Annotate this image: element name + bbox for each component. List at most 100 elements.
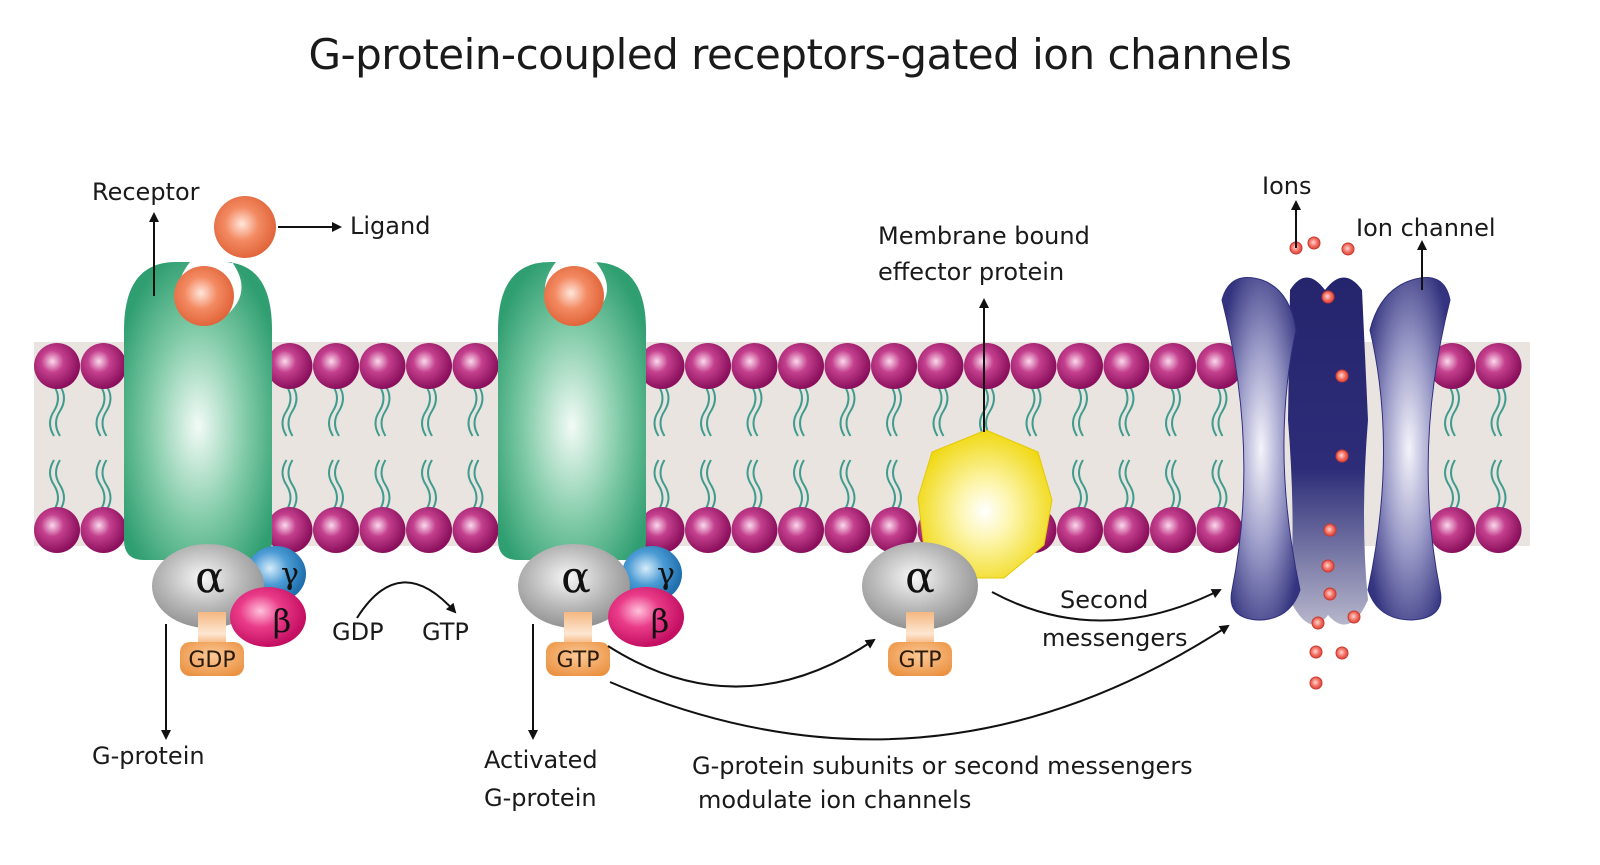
- lipid-tail: [467, 459, 478, 511]
- g-protein-label: G-protein: [92, 742, 205, 770]
- lipid-tail: [427, 459, 437, 511]
- lipid-tail: [839, 459, 850, 511]
- phospholipid-head: [313, 343, 359, 389]
- gdp-badge-text: GDP: [188, 648, 235, 673]
- bound-ligand: [174, 266, 234, 326]
- ion: [1309, 676, 1323, 690]
- effector-label-line2: effector protein: [878, 258, 1064, 286]
- phospholipid-head: [406, 343, 452, 389]
- lipid-tail: [892, 385, 902, 437]
- lipid-tail: [473, 459, 484, 511]
- lipid-tail: [752, 385, 763, 437]
- lipid-tail: [1211, 385, 1222, 437]
- lipid-tail: [653, 385, 664, 437]
- lipid-tail: [328, 459, 338, 511]
- phospholipid-head: [1103, 507, 1150, 553]
- lipid-tail: [55, 459, 65, 511]
- lipid-tail: [886, 385, 896, 437]
- lipid-tail: [473, 385, 484, 437]
- lipid-tail: [1217, 459, 1228, 511]
- lipid-tail: [95, 385, 106, 437]
- lipid-tail: [95, 459, 106, 511]
- lipid-tail: [1118, 459, 1129, 511]
- lipid-tail: [653, 459, 664, 511]
- phospholipid-head: [1057, 343, 1103, 389]
- alpha-subunit: [518, 544, 630, 628]
- lipid-tail: [467, 385, 478, 437]
- receptor-protein: [498, 262, 646, 560]
- phospholipid-head: [778, 343, 824, 389]
- phospholipid-head: [824, 507, 871, 553]
- lipid-tail: [101, 385, 112, 437]
- lipid-tail: [985, 385, 995, 437]
- alpha-gtp-at-effector: α GTP: [862, 542, 978, 676]
- lipid-tail: [845, 385, 856, 437]
- ion: [1335, 449, 1349, 463]
- gdp-label: GDP: [332, 618, 384, 646]
- receptor-inactive: [124, 262, 272, 560]
- lipid-tail: [659, 459, 670, 511]
- ion-channel-label: Ion channel: [1356, 214, 1496, 242]
- lipid-tail: [746, 459, 757, 511]
- ion: [1347, 610, 1361, 624]
- lipid-tail: [1496, 459, 1507, 511]
- lipid-tail: [886, 459, 896, 511]
- g-protein-activated: α γ β GTP: [518, 544, 684, 676]
- lipid-tail: [1490, 459, 1501, 511]
- lipid-tail: [287, 459, 298, 511]
- modulate-label-line2: modulate ion channels: [698, 786, 971, 814]
- gdp-gtp-exchange-arrow: [356, 581, 457, 619]
- phospholipid-head: [313, 507, 359, 553]
- channel-pore-subunit: [1288, 277, 1368, 625]
- lipid-tail: [1444, 459, 1454, 511]
- phospholipid-head: [824, 343, 871, 389]
- lipid-tail: [938, 385, 949, 437]
- beta-glyph: β: [651, 602, 670, 640]
- lipid-tail: [1118, 385, 1129, 437]
- lipid-tail: [421, 385, 431, 437]
- lipid-tail: [334, 385, 344, 437]
- lipid-tail: [1450, 459, 1460, 511]
- lipid-tail: [1124, 385, 1135, 437]
- ion: [1341, 242, 1355, 256]
- gtp-badge-text: GTP: [899, 648, 942, 673]
- lipid-tail: [1490, 385, 1501, 437]
- phospholipid-head: [871, 343, 917, 389]
- phospholipid-head: [34, 343, 80, 389]
- alpha-to-effector-arrow: [607, 638, 876, 688]
- ion: [1323, 523, 1337, 537]
- phospholipid-head: [359, 507, 406, 553]
- effector-label-line1: Membrane bound: [878, 222, 1090, 250]
- lipid-tail: [746, 385, 757, 437]
- beta-glyph: β: [273, 602, 292, 640]
- lipid-tail: [421, 459, 431, 511]
- alpha-glyph: α: [195, 552, 225, 603]
- phospholipid-head: [1057, 507, 1103, 553]
- phospholipid-head: [266, 343, 313, 389]
- receptor-label: Receptor: [92, 178, 200, 206]
- alpha-glyph: α: [905, 552, 935, 603]
- phospholipid-head: [359, 343, 406, 389]
- bound-ligand: [544, 266, 604, 326]
- phospholipid-head: [871, 507, 917, 553]
- phospholipid-head: [731, 507, 778, 553]
- second-messenger-arrow: [991, 589, 1222, 622]
- lipid-tail: [380, 459, 391, 511]
- ion: [1307, 236, 1321, 250]
- lipid-tail: [845, 459, 856, 511]
- lipid-tail: [892, 459, 902, 511]
- phospholipid-head: [452, 343, 499, 389]
- lipid-tail: [932, 385, 943, 437]
- lipid-tail: [706, 385, 716, 437]
- lipid-tail: [793, 459, 803, 511]
- phospholipid-head: [80, 343, 127, 389]
- lipid-tail: [55, 385, 65, 437]
- alpha-subunit: [862, 542, 978, 630]
- phospholipid-head: [406, 507, 452, 553]
- phospholipid-head: [731, 343, 778, 389]
- phospholipid-head: [964, 343, 1010, 389]
- lipid-tail: [374, 385, 385, 437]
- lipid-tail: [1171, 459, 1181, 511]
- phospholipid-head: [638, 343, 685, 389]
